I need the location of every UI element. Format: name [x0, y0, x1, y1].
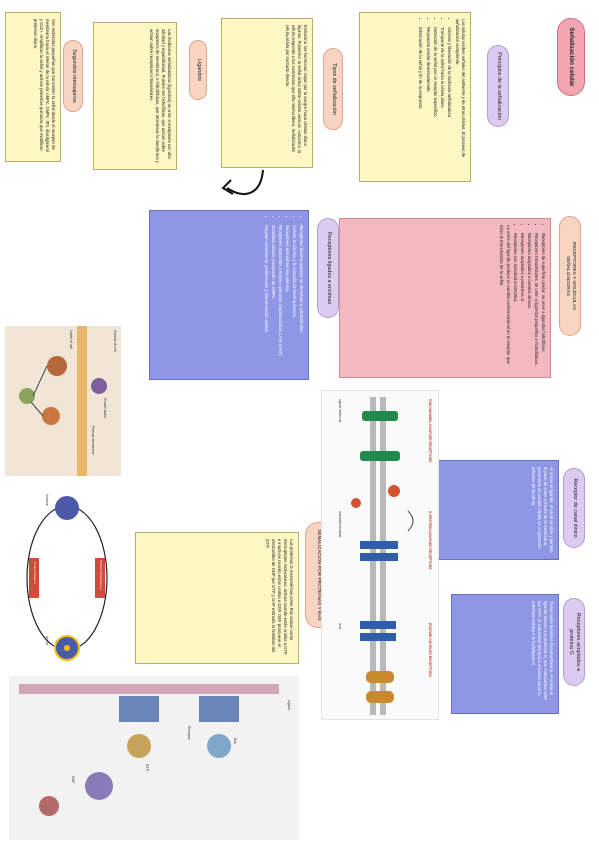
proteinag-heading: Receptores acoplados a proteína G: [563, 598, 585, 686]
cycle-label: Protein kinase A: [33, 562, 37, 584]
tipos-heading: Tipos de señalización: [323, 48, 343, 130]
principios-item: Eliminación de la señal y fin de la resp…: [417, 27, 423, 175]
proteinag-text: Tienen siete dominios transmembrana. Al …: [530, 601, 554, 701]
receptores-item: Receptores intracelulares: se unen a lig…: [533, 233, 539, 371]
proteinag-box: Tienen siete dominios transmembrana. Al …: [451, 594, 559, 714]
ligandos-text: Las moléculas señalizadoras (ligandos) s…: [148, 29, 172, 163]
cell-signaling-diagram: [19, 326, 107, 476]
principios-heading: Principios de la señalización: [487, 45, 509, 127]
ligandos-heading: Ligandos: [189, 40, 207, 100]
tipos-text: Endocrina: las hormonas viajan por la sa…: [284, 25, 308, 154]
types-label: activated enzyme: [338, 511, 342, 538]
enzimas-item: Receptores serina/treonina quinasa.: [284, 225, 290, 373]
receptores-box: Receptores de superficie celular: se une…: [339, 218, 551, 378]
segundos-box: Son moléculas pequeñas que transmiten la…: [5, 12, 61, 162]
segundos-heading: Segundos mensajeros: [63, 40, 83, 112]
senal-box: Las proteínas G monoméricas como Ras act…: [135, 532, 299, 664]
receptor-types-diagram: [351, 397, 414, 715]
ras-pathway-diagram: [19, 684, 279, 816]
ras-label: Receptor: [187, 726, 191, 740]
enzimas-item: Receptores asociados a tirosina quinasas…: [277, 225, 283, 373]
receptores-item: Receptores acoplados a canales iónicos.: [526, 233, 532, 371]
receptores-item: Receptores de superficie celular: se une…: [540, 233, 546, 371]
types-label: ions: [338, 623, 342, 630]
cycle-label: Active: [45, 636, 49, 646]
ras-label: Ligand: [287, 700, 291, 711]
senal-text: Las proteínas G monoméricas como Ras act…: [264, 539, 294, 655]
kinase-cycle-figure: Protein phosphatase 1 Protein kinase A I…: [9, 478, 125, 678]
receptores-item: Receptores acoplados a proteínas G.: [519, 233, 525, 371]
receptores-text: La unión del ligando produce un cambio c…: [499, 225, 511, 364]
types-label: ENZYME-COUPLED RECEPTORS: [428, 623, 432, 677]
ras-label: Ras: [233, 738, 237, 745]
kinase-cycle-diagram: [26, 496, 108, 661]
enzimas-item: Regulan crecimiento, proliferación y dif…: [262, 225, 269, 373]
principios-item: Síntesis y liberación de la molécula señ…: [446, 27, 452, 175]
principios-box: Las células reciben señales del ambiente…: [359, 12, 471, 182]
receptores-heading: RECEPTORES Y MOLÉCULAS SEÑALIZADORAS: [559, 216, 581, 336]
ras-label: GTP: [145, 764, 149, 771]
ligandos-box: Las moléculas señalizadoras (ligandos) s…: [93, 22, 177, 170]
cycle-label: Protein phosphatase 1: [99, 560, 103, 591]
cell-label: Plasma membrane: [91, 426, 95, 455]
enzimas-box: Receptores tirosina quinasa: se dimeriza…: [149, 210, 309, 380]
page-title: Señalización celular: [557, 18, 585, 96]
cell-label: Growth factor: [103, 398, 107, 419]
canal-box: Al unirse el ligando, el canal se abre y…: [435, 460, 559, 560]
enzimas-item: Guanilato ciclasa: producción de GMPc.: [270, 225, 276, 373]
ras-pathway-figure: Ligand Receptor Ras GTP GDP: [9, 676, 299, 840]
cell-caption: Outside of cell: [113, 330, 117, 352]
tipos-box: Endocrina: las hormonas viajan por la sa…: [221, 18, 313, 168]
flow-arrow-icon: [221, 169, 264, 195]
canal-text: Al unirse el ligando, el canal se abre y…: [530, 467, 554, 553]
cycle-label: Inactive: [45, 494, 49, 506]
receptores-item: Receptores con actividad enzimática.: [512, 233, 518, 371]
principios-text: Las células reciben señales del ambiente…: [454, 19, 466, 158]
cell-signaling-figure: Outside of cell Growth factor Plasma mem…: [5, 326, 121, 476]
principios-item: Respuesta celular desencadenada: [424, 27, 431, 175]
receptor-types-figure: ION-CHANNEL-COUPLED RECEPTORS G-PROTEIN-…: [321, 390, 439, 720]
principios-item: Transporte de la señal hacia la célula d…: [439, 27, 445, 175]
cell-label: Inside of cell: [69, 330, 73, 349]
canal-heading: Receptor de canal iónico: [563, 468, 585, 548]
enzimas-item: Activan la vía Ras y la cascada de MAP q…: [291, 225, 297, 373]
segundos-text: Son moléculas pequeñas que transmiten la…: [32, 19, 56, 152]
types-label: signal molecule: [338, 399, 342, 423]
types-label: G-PROTEIN-COUPLED RECEPTORS: [428, 511, 432, 570]
ras-label: GDP: [71, 776, 75, 784]
enzimas-heading: Receptores ligados a enzimas: [317, 218, 339, 318]
principios-item: Detección de la señal por un receptor es…: [432, 27, 438, 175]
types-heading: ION-CHANNEL-COUPLED RECEPTORS: [428, 399, 432, 463]
enzimas-item: Receptores tirosina quinasa: se dimeriza…: [298, 225, 304, 373]
